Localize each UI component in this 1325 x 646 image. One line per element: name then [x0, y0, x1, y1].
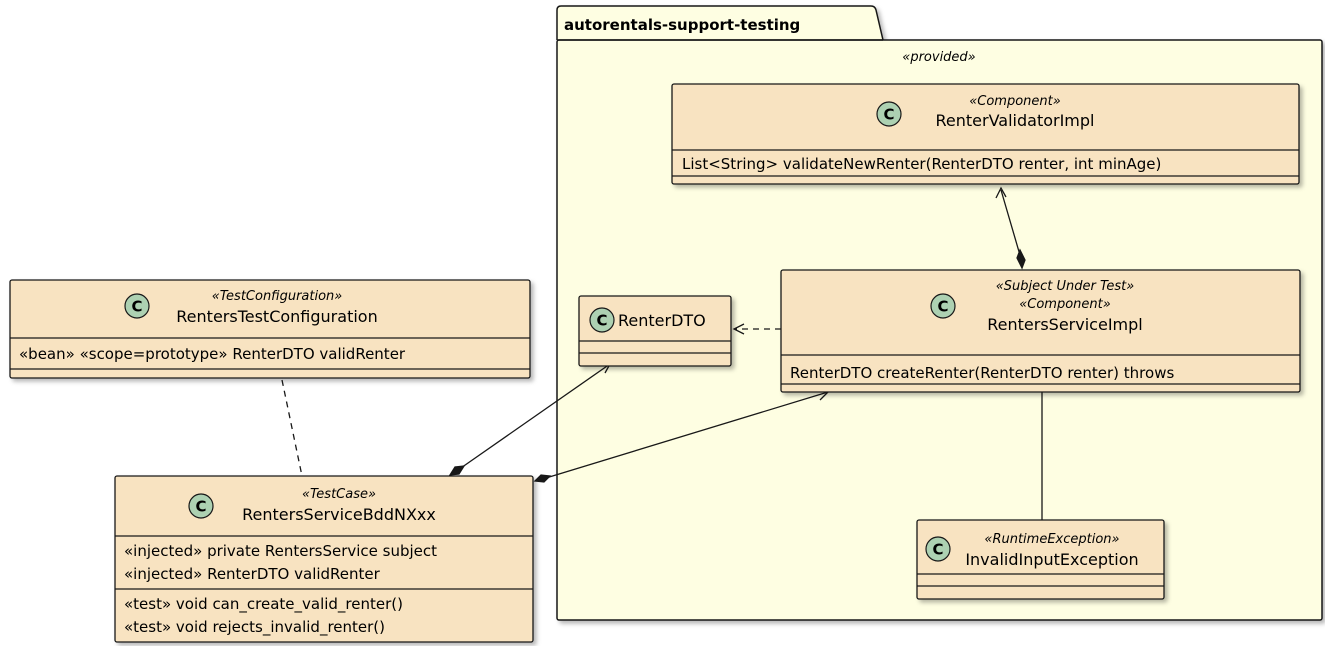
class-stereotype: «Subject Under Test»	[996, 279, 1134, 294]
class-name: RenterDTO	[618, 311, 706, 330]
class-renter-dto: C RenterDTO	[578, 295, 732, 367]
class-icon-letter: C	[195, 498, 206, 516]
package-tab	[556, 5, 884, 41]
arrowhead	[995, 186, 1007, 199]
class-field: «injected» RenterDTO validRenter	[124, 565, 381, 583]
class-icon	[876, 101, 902, 127]
class-renter-validator-impl: C «Component» RenterValidatorImpl List<S…	[671, 83, 1300, 185]
composition-diamond	[533, 474, 552, 483]
class-icon	[124, 293, 150, 319]
class-stereotype: «TestCase»	[302, 487, 376, 502]
class-renters-test-configuration: C «TestConfiguration» RentersTestConfigu…	[9, 279, 531, 379]
arrowhead	[732, 323, 745, 335]
class-name: RentersTestConfiguration	[176, 307, 377, 326]
class-name: InvalidInputException	[965, 550, 1138, 569]
class-icon	[930, 293, 956, 319]
class-invalid-input-exception: C «RuntimeException» InvalidInputExcepti…	[916, 519, 1165, 600]
relationships	[281, 186, 1043, 520]
class-icon	[188, 493, 214, 519]
class-name: RentersServiceImpl	[987, 315, 1142, 334]
composition-testcase-to-dto	[457, 363, 611, 471]
composition-diamond	[1016, 248, 1026, 270]
class-icon-letter: C	[131, 298, 142, 316]
package-name: autorentals-support-testing	[564, 16, 800, 34]
class-stereotype: «RuntimeException»	[984, 532, 1119, 547]
package-stereotype: «provided»	[902, 50, 975, 65]
class-renters-service-bdd-nxxx: C «TestCase» RentersServiceBddNXxx «inje…	[114, 475, 534, 643]
class-method: «test» void rejects_invalid_renter()	[124, 618, 385, 637]
class-renters-service-impl: C «Subject Under Test» «Component» Rente…	[780, 269, 1301, 393]
class-icon	[925, 536, 951, 562]
class-stereotype: «Component»	[1019, 297, 1111, 312]
note-link-config-to-testcase	[281, 379, 303, 477]
class-method: List<String> validateNewRenter(RenterDTO…	[682, 155, 1161, 173]
class-icon-letter: C	[883, 106, 894, 124]
composition-service-to-validator	[1000, 189, 1023, 263]
class-icon-letter: C	[937, 298, 948, 316]
class-stereotype: «Component»	[969, 94, 1061, 109]
class-icon	[589, 307, 615, 333]
class-icon-letter: C	[596, 312, 607, 330]
composition-testcase-to-service	[545, 391, 829, 479]
class-field: «injected» private RentersService subjec…	[124, 542, 437, 560]
class-icon-letter: C	[932, 541, 943, 559]
class-stereotype: «TestConfiguration»	[212, 289, 343, 304]
class-method: RenterDTO createRenter(RenterDTO renter)…	[790, 364, 1174, 382]
class-name: RenterValidatorImpl	[936, 111, 1095, 130]
composition-diamond	[448, 465, 466, 476]
class-method: «test» void can_create_valid_renter()	[124, 595, 403, 614]
class-name: RentersServiceBddNXxx	[242, 505, 436, 524]
class-field: «bean» «scope=prototype» RenterDTO valid…	[19, 345, 406, 363]
